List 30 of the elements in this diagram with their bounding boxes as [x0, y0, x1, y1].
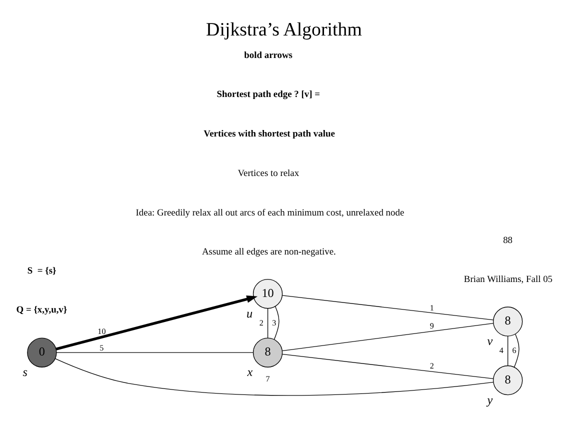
connector: [55, 358, 494, 396]
node-label: s: [22, 365, 28, 380]
node-label: x: [247, 365, 253, 380]
arrow: [56, 295, 258, 350]
node-label: v: [487, 334, 493, 348]
connector: [282, 295, 494, 320]
node-circle: 8: [252, 338, 283, 368]
diagram-title: Dijkstra’s Algorithm: [206, 20, 362, 41]
node-label: u: [246, 306, 253, 320]
connector: [267, 308, 268, 338]
node-circle: 0: [27, 338, 57, 368]
node-circle: 8: [492, 365, 523, 396]
connector: [56, 352, 254, 353]
label: Vertices with shortest path value: [204, 129, 335, 140]
label: bold arrows: [244, 51, 293, 62]
node-label: y: [487, 392, 493, 407]
label: Shortest path edge ? [v] =: [216, 90, 320, 100]
label: Vertices to relax: [238, 169, 300, 180]
node-circle: 8: [492, 306, 523, 336]
connector: [282, 354, 494, 379]
label: Brian Williams, Fall 05: [464, 275, 553, 286]
connector: [282, 323, 494, 352]
label: Idea: Greedily relax all out arcs of each minimum cost, unrelaxed node: [136, 208, 404, 218]
label: S = {s}: [27, 266, 56, 276]
connector: [507, 336, 508, 366]
label: 88: [503, 236, 513, 246]
connector: [514, 334, 520, 368]
label: Q = {x,y,u,v}: [16, 306, 68, 316]
connector: [274, 306, 280, 340]
node-circle: 10: [252, 279, 283, 309]
